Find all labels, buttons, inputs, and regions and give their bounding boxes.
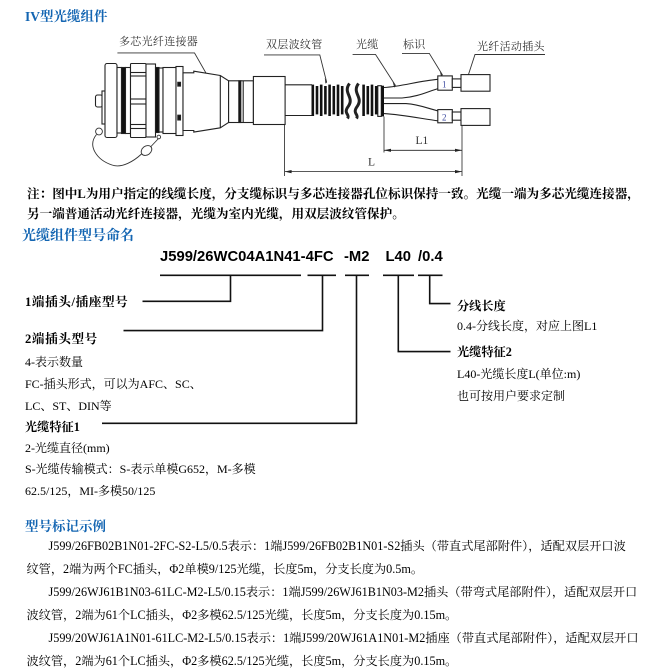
svg-text:L: L [368, 157, 375, 169]
svg-text:2: 2 [442, 112, 447, 122]
svg-text:1: 1 [442, 79, 447, 89]
svg-text:L1: L1 [416, 135, 429, 147]
